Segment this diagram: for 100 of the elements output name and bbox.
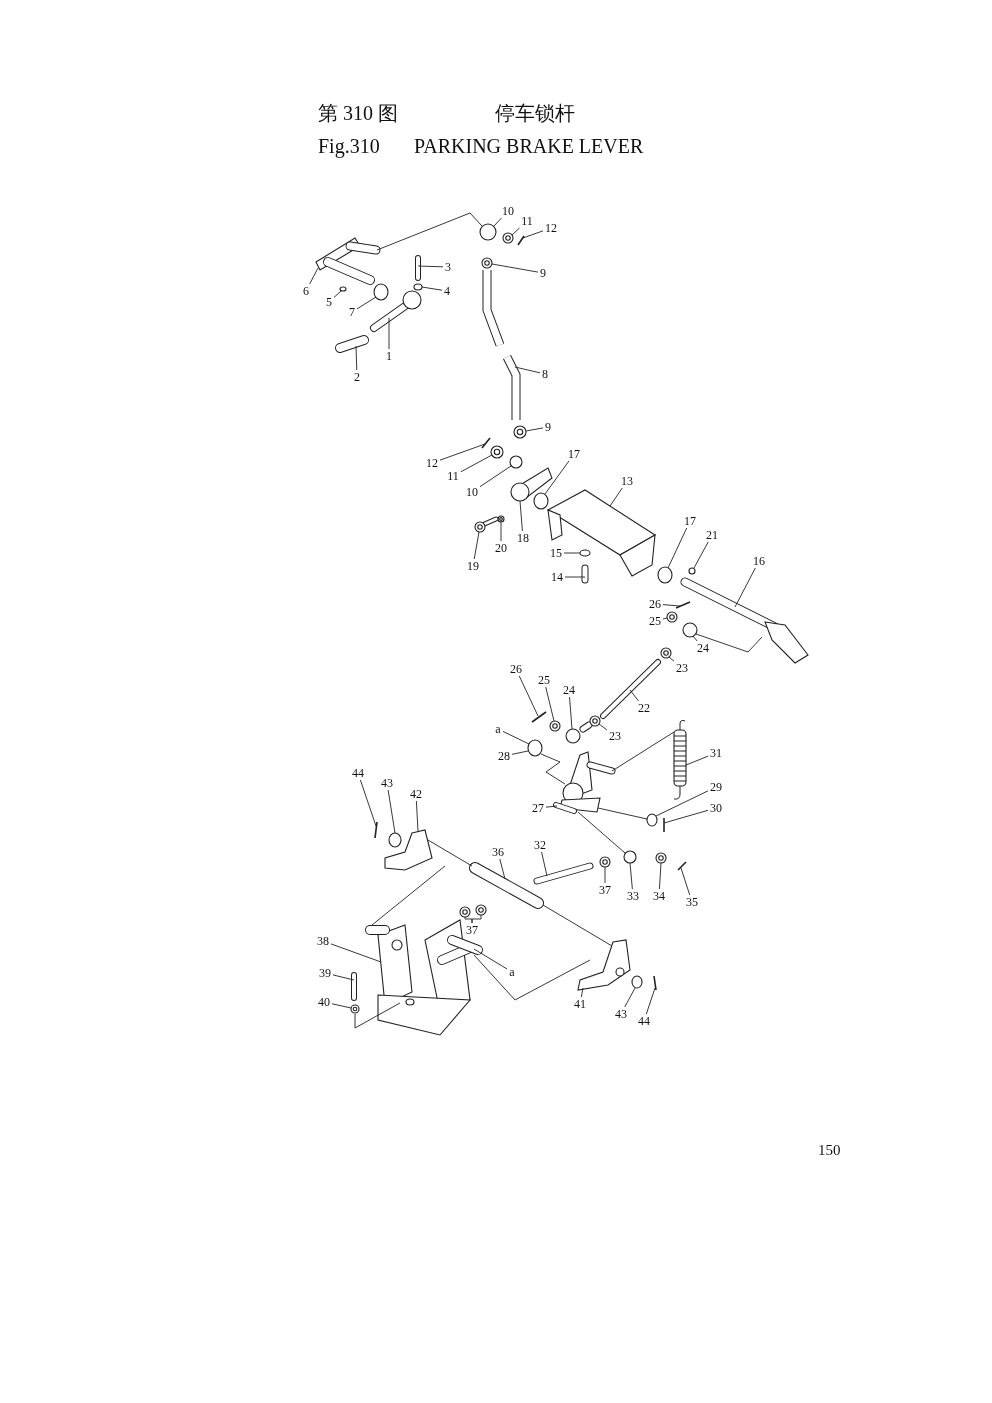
bolt: [415, 255, 421, 281]
callout-number: 8: [541, 367, 549, 381]
spring: [673, 719, 687, 800]
leader-line: [330, 943, 382, 963]
callout-number: 37: [598, 883, 612, 897]
leader-line: [692, 635, 698, 642]
hex-nut: [481, 257, 493, 269]
callout-number: 29: [709, 780, 723, 794]
callout-number: 43: [380, 776, 394, 790]
bolt: [581, 564, 589, 584]
leader-line: [693, 541, 709, 569]
leader-line: [598, 723, 608, 731]
callout-number: 41: [573, 997, 587, 1011]
rod-end: [623, 850, 637, 864]
leader-line: [563, 552, 581, 554]
bent-rod: [482, 270, 521, 420]
lever: [510, 467, 553, 502]
leader-line: [624, 987, 636, 1008]
leader-line: [519, 500, 523, 532]
figure-title: 停车锁杆: [495, 102, 575, 124]
leader-line: [309, 267, 319, 285]
callout-number: 17: [567, 447, 581, 461]
bolt: [351, 972, 357, 1001]
leader-line: [662, 617, 668, 620]
hex-nut: [655, 852, 667, 864]
hex-nut: [599, 856, 611, 868]
callout-number: 25: [537, 673, 551, 687]
washer: [388, 832, 402, 848]
leader-line: [680, 867, 691, 896]
hex-nut: [475, 904, 487, 916]
callout-number: 21: [705, 528, 719, 542]
hex-nut: [513, 425, 527, 439]
leader-line: [417, 265, 444, 268]
callout-number: 9: [539, 266, 547, 280]
callout-number: 6: [302, 284, 310, 298]
callout-number: 38: [316, 934, 330, 948]
center-line: [577, 811, 626, 854]
washer: [646, 813, 658, 827]
leader-line: [629, 862, 633, 890]
leader-line: [500, 521, 502, 542]
leader-line: [541, 851, 548, 877]
callout-number: 30: [709, 801, 723, 815]
callout-number: 17: [683, 514, 697, 528]
leader-line: [514, 366, 541, 374]
leader-line: [667, 527, 688, 569]
hex-nut: [666, 611, 678, 623]
callout-number: 37: [465, 923, 479, 937]
leader-line: [356, 296, 377, 310]
center-line: [540, 753, 566, 785]
hex-nut: [589, 715, 601, 727]
leader-line: [421, 286, 443, 291]
callout-number: 11: [520, 214, 534, 228]
center-line: [473, 954, 591, 1001]
hex-nut: [490, 445, 504, 459]
leader-line: [388, 317, 390, 350]
leader-line: [564, 576, 586, 578]
key: [688, 567, 696, 575]
washer: [413, 283, 423, 291]
rod: [600, 659, 661, 719]
pin: [339, 286, 347, 292]
bolt: [533, 862, 594, 885]
callout-number: 16: [752, 554, 766, 568]
callout-number: 13: [620, 474, 634, 488]
callout-number: 23: [675, 661, 689, 675]
callout-number: 12: [425, 456, 439, 470]
leader-line: [473, 948, 508, 970]
figure-title: 第 310 图: [318, 102, 398, 124]
center-line: [354, 1002, 401, 1029]
callout-number: 32: [533, 838, 547, 852]
leader-line: [604, 866, 606, 884]
callout-number: 33: [626, 889, 640, 903]
leader-line: [629, 689, 639, 702]
leader-line: [491, 263, 539, 273]
callout-number: 11: [446, 469, 460, 483]
cotter-pin: [531, 711, 547, 723]
callout-number: 24: [562, 683, 576, 697]
leader-line: [522, 230, 544, 239]
leader-line: [663, 809, 709, 824]
bushing: [373, 283, 389, 301]
leader-line: [415, 800, 419, 832]
rod-end: [509, 455, 523, 469]
leader-line: [569, 696, 573, 730]
center-line: [471, 914, 482, 924]
callout-number: 2: [353, 370, 361, 384]
callout-number: 35: [685, 895, 699, 909]
callout-number: 12: [544, 221, 558, 235]
leader-line: [734, 567, 756, 608]
bolt: [474, 516, 499, 533]
callout-number: 22: [637, 701, 651, 715]
callout-number: a: [508, 965, 516, 979]
cotter-pin: [677, 861, 687, 871]
leader-line: [493, 217, 502, 227]
callout-number: 24: [696, 641, 710, 655]
center-line: [695, 633, 763, 653]
cotter-pin: [517, 235, 525, 246]
leader-line: [331, 1003, 352, 1009]
leader-line: [609, 487, 623, 507]
callout-number: 23: [608, 729, 622, 743]
leader-line: [662, 604, 681, 607]
bushing: [533, 492, 549, 510]
